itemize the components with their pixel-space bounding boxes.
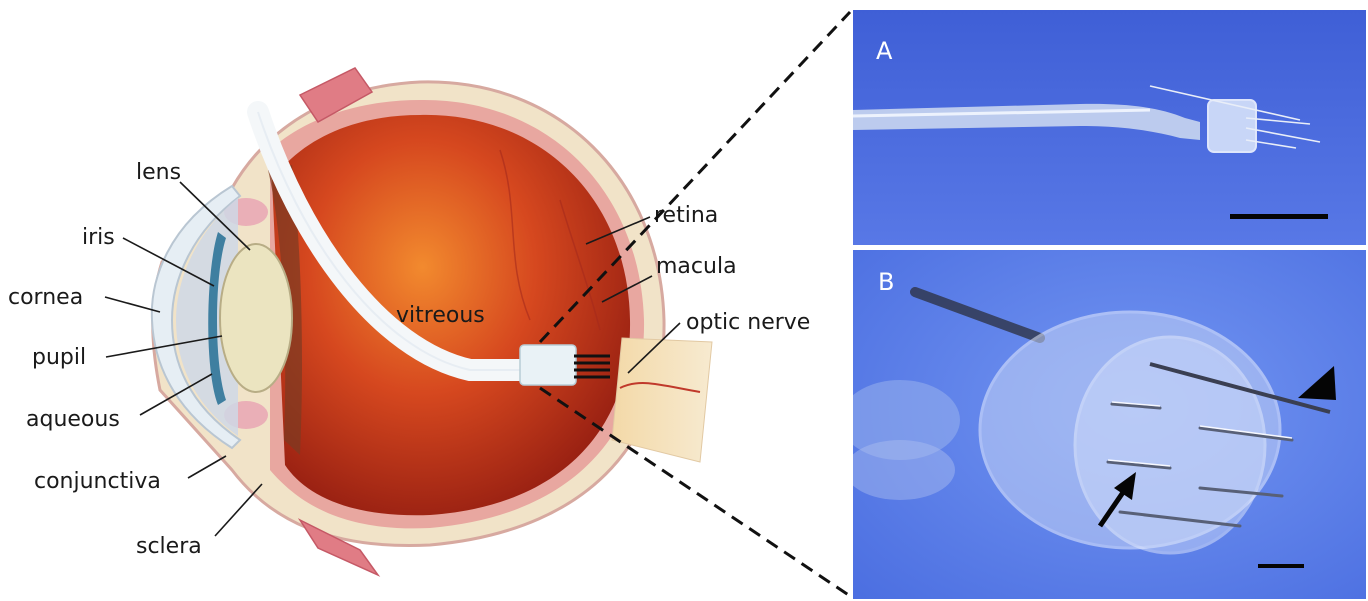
- label-cornea: cornea: [8, 285, 83, 310]
- photo-panel-b: [840, 250, 1366, 599]
- label-lens: lens: [136, 160, 181, 185]
- label-retina: retina: [654, 203, 718, 228]
- label-pupil: pupil: [32, 345, 86, 370]
- panel-a-letter: A: [876, 37, 893, 65]
- label-sclera: sclera: [136, 534, 202, 559]
- label-vitreous: vitreous: [396, 303, 485, 328]
- label-iris: iris: [82, 225, 115, 250]
- optic-nerve-shape: [612, 338, 712, 462]
- scale-bar-a: [1230, 214, 1328, 219]
- panel-b-letter: B: [878, 268, 894, 296]
- label-macula: macula: [656, 254, 737, 279]
- lens-shape: [220, 244, 292, 392]
- photo-panel-a: [853, 10, 1366, 245]
- implant-head: [520, 345, 576, 385]
- scale-bar-b: [1258, 564, 1304, 568]
- label-aqueous: aqueous: [26, 407, 120, 432]
- label-conjunctiva: conjunctiva: [34, 469, 161, 494]
- label-optic-nerve: optic nerve: [686, 310, 810, 335]
